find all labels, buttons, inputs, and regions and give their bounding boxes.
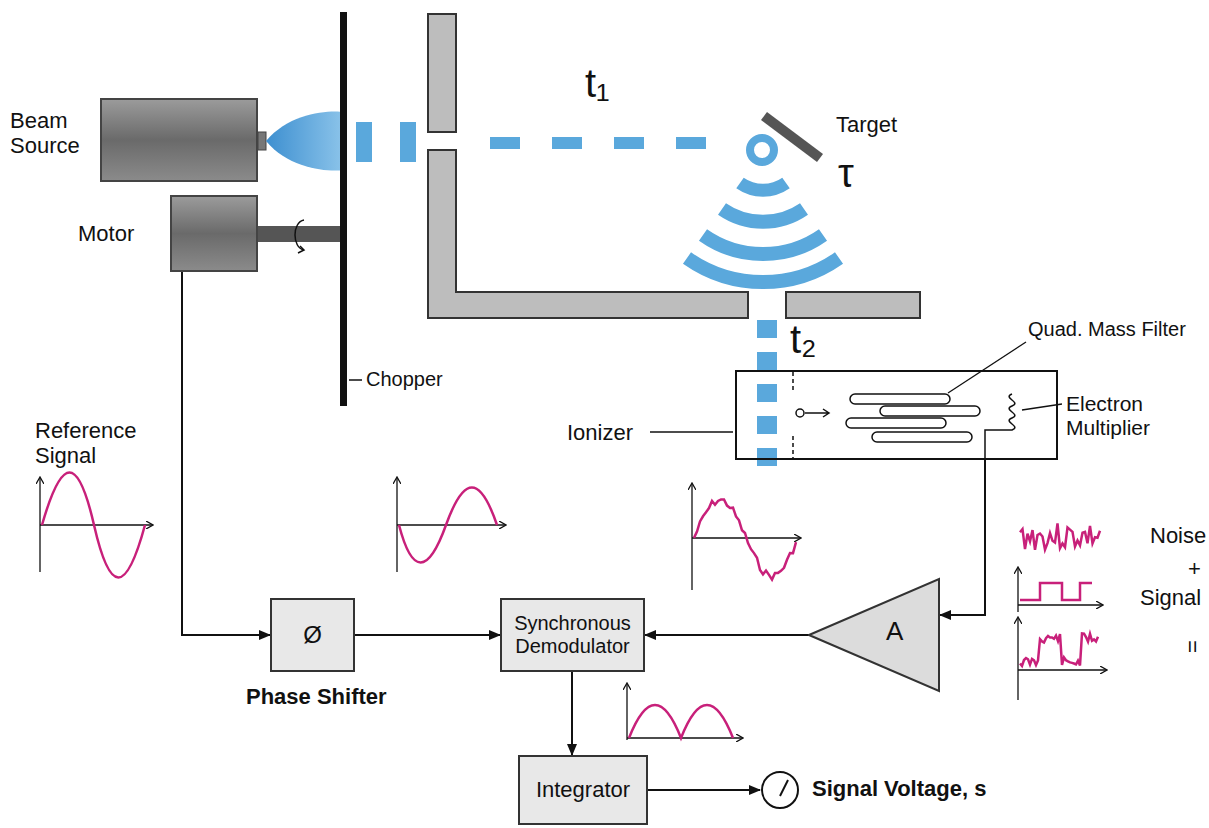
- node-text: Integrator: [528, 777, 638, 802]
- chopper-disc: [340, 12, 347, 406]
- annotation-label: Target: [836, 112, 897, 137]
- quad-rod: [846, 418, 946, 428]
- beam-source: Beam Source: [100, 98, 258, 182]
- meter-needle: [780, 780, 788, 796]
- amplifier-outline: [809, 579, 939, 691]
- node-label: Ionizer: [567, 420, 633, 445]
- node-label: A: [886, 617, 903, 647]
- scatter-point: [750, 138, 774, 162]
- scatter-wave: [687, 258, 839, 282]
- rotation-arrow: [298, 246, 304, 253]
- beam-pulse: [356, 122, 372, 162]
- scatter-wave: [740, 183, 786, 190]
- signal-connector: [940, 460, 985, 615]
- node-label: Beam Source: [10, 108, 96, 159]
- electron-multiplier: [985, 394, 1015, 460]
- nozzle: [258, 132, 266, 150]
- node-text: Ø: [295, 621, 330, 649]
- ionizer-divider: [792, 436, 794, 458]
- node-text: Synchronous Demodulator: [502, 612, 643, 658]
- scatter-wave: [722, 209, 804, 222]
- motor: Motor: [170, 195, 258, 272]
- signal-meter: Signal Voltage, s: [760, 770, 800, 810]
- node-label: Motor: [78, 221, 134, 246]
- leader-line: [650, 431, 733, 432]
- meter-outline: [762, 772, 798, 808]
- phase-shifter: ØPhase Shifter: [270, 598, 355, 672]
- amplifier-triangle: [808, 577, 940, 693]
- signal-connector: [648, 789, 760, 791]
- annotation-label: τ: [838, 150, 854, 196]
- synchronous-demodulator: Synchronous Demodulator: [500, 598, 645, 672]
- leader-line: [948, 342, 1026, 393]
- node-label: Signal Voltage, s: [812, 776, 986, 801]
- quad-rod: [880, 406, 980, 416]
- quad-rod: [872, 432, 972, 442]
- annotation-label: t₂: [790, 316, 817, 362]
- annotation-label: Quad. Mass Filter: [1028, 318, 1186, 341]
- rotation-arrow: [295, 220, 304, 250]
- motor-shaft: [258, 226, 340, 242]
- scatter-wave: [703, 235, 823, 254]
- quad-rod: [850, 394, 950, 404]
- ion-arrow: [805, 409, 829, 417]
- beam-pulse: [400, 122, 416, 162]
- ionizer-housing: Ionizer: [735, 370, 1058, 460]
- beam-dashes: [490, 137, 735, 149]
- amplifier: A: [808, 577, 940, 693]
- leader-line: [1022, 404, 1062, 410]
- signal-connector: [355, 634, 500, 636]
- beam-plume: [266, 111, 344, 170]
- annotation-label: Electron Multiplier: [1066, 392, 1206, 440]
- annotation-label: Chopper: [366, 368, 443, 391]
- annotation-label: Signal: [1140, 585, 1201, 610]
- chamber-wall: [428, 14, 456, 132]
- ion: [796, 409, 804, 417]
- annotation-label: Reference Signal: [35, 418, 165, 469]
- ionizer-divider: [792, 372, 794, 390]
- leader-line: [349, 379, 362, 381]
- meter-symbol: [760, 770, 800, 810]
- node-label: Phase Shifter: [246, 684, 387, 709]
- integrator: Integrator: [518, 755, 648, 825]
- annotation-label: t₁: [585, 60, 610, 106]
- annotation-label: Noise: [1150, 523, 1206, 548]
- signal-connector: [571, 672, 573, 755]
- chamber-wall: [786, 292, 920, 318]
- chamber-wall: [428, 150, 748, 318]
- annotation-label: =: [1180, 640, 1205, 653]
- annotation-label: +: [1188, 556, 1201, 581]
- signal-connector: [182, 272, 270, 635]
- scattered-beam: [757, 320, 777, 476]
- signal-connector: [645, 634, 809, 636]
